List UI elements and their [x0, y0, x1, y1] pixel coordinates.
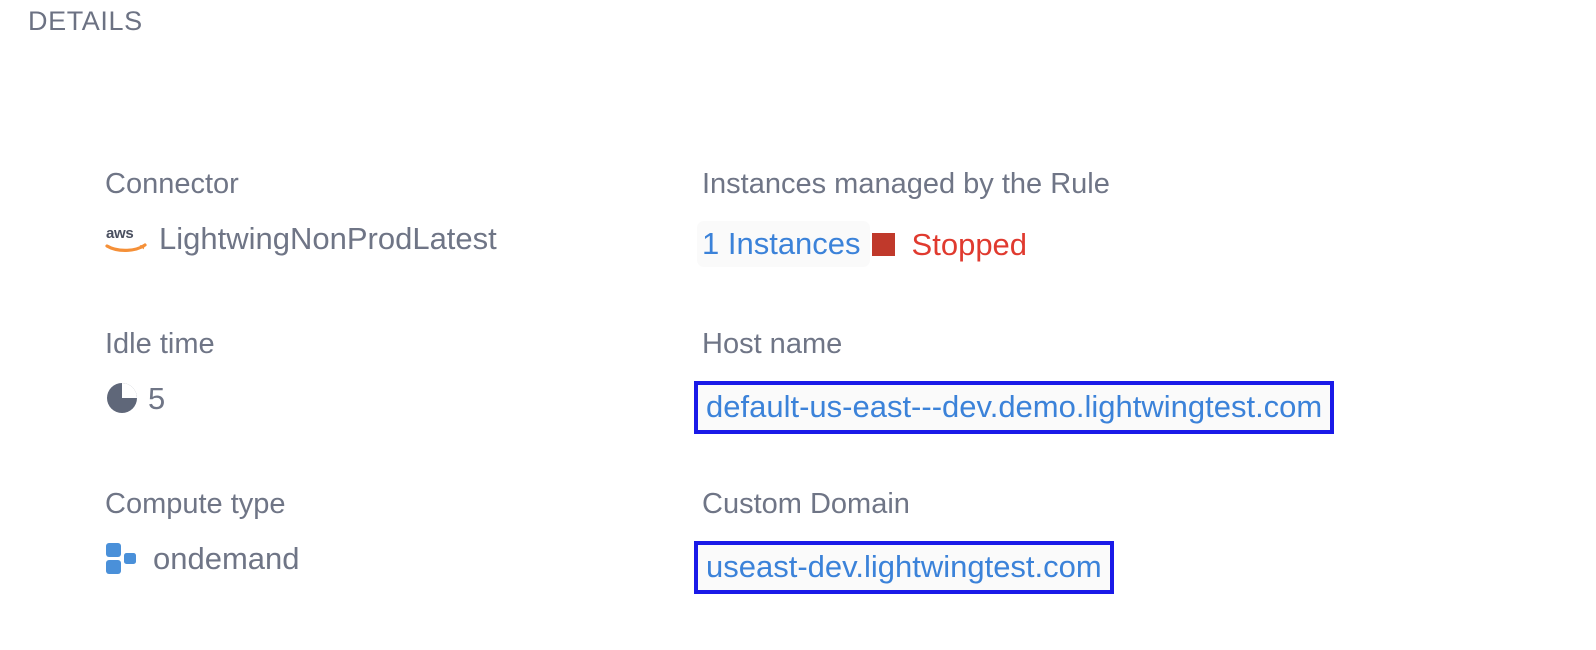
svg-text:aws: aws — [106, 225, 133, 242]
connector-value: LightwingNonProdLatest — [159, 220, 497, 256]
idle-time-label: Idle time — [105, 328, 215, 360]
idle-time-value: 5 — [148, 380, 166, 416]
details-row: Idle time 5 Host name default-us-east-- — [0, 330, 1596, 490]
status-text: Stopped — [911, 226, 1028, 262]
host-name-label: Host name — [702, 328, 843, 360]
field-connector: Connector aws LightwingNonProdLatest — [105, 170, 497, 255]
host-name-highlight-box[interactable]: default-us-east---dev.demo.lightwingtest… — [694, 381, 1335, 435]
field-custom-domain: Custom Domain useast-dev.lightwingtest.c… — [694, 488, 1114, 595]
connector-value-group: aws LightwingNonProdLatest — [105, 221, 497, 255]
section-title: DETAILS — [28, 6, 143, 36]
custom-domain-link[interactable]: useast-dev.lightwingtest.com — [706, 549, 1102, 584]
compute-blocks-icon — [105, 541, 143, 575]
compute-type-value: ondemand — [153, 540, 300, 576]
details-grid: Connector aws LightwingNonProdLatest Ins… — [0, 170, 1596, 650]
details-row: Connector aws LightwingNonProdLatest Ins… — [0, 170, 1596, 330]
custom-domain-value-group: useast-dev.lightwingtest.com — [694, 541, 1114, 595]
field-compute-type: Compute type ondemand — [105, 490, 300, 575]
instances-value-group: 1 Instances Stopped — [697, 221, 1110, 267]
details-row: Compute type ondemand Custom Domain — [0, 490, 1596, 650]
compute-type-value-group: ondemand — [105, 541, 300, 575]
clock-icon — [105, 381, 139, 415]
field-instances: Instances managed by the Rule 1 Instance… — [697, 168, 1110, 267]
connector-label: Connector — [105, 168, 239, 200]
custom-domain-highlight-box[interactable]: useast-dev.lightwingtest.com — [694, 541, 1114, 595]
status-badge: Stopped — [871, 226, 1028, 262]
host-name-link[interactable]: default-us-east---dev.demo.lightwingtest… — [706, 389, 1323, 424]
instances-label: Instances managed by the Rule — [702, 168, 1110, 200]
field-idle-time: Idle time 5 — [105, 330, 215, 415]
host-name-value-group: default-us-east---dev.demo.lightwingtest… — [694, 381, 1335, 435]
aws-logo-icon: aws — [105, 221, 149, 255]
compute-type-label: Compute type — [105, 488, 286, 520]
status-swatch-icon — [871, 232, 895, 256]
idle-time-value-group: 5 — [105, 381, 215, 415]
instances-count-link[interactable]: 1 Instances — [697, 221, 870, 267]
field-host-name: Host name default-us-east---dev.demo.lig… — [694, 328, 1335, 435]
custom-domain-label: Custom Domain — [702, 488, 910, 520]
